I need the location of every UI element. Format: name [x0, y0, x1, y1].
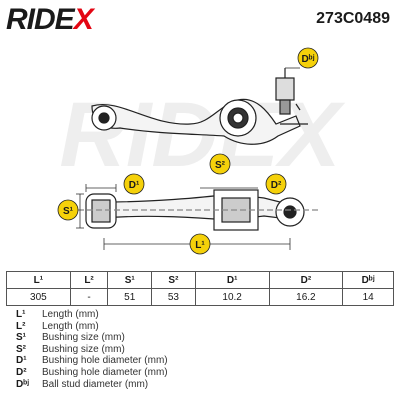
- legend-symbol: S¹: [16, 332, 26, 344]
- legend-text: Bushing size (mm): [42, 332, 125, 344]
- callout-s1: S¹: [57, 199, 79, 221]
- callout-d1: D¹: [123, 173, 145, 195]
- spec-table-value-row: 305 - 51 53 10.2 16.2 14: [6, 288, 394, 306]
- legend-symbol: L²: [16, 320, 26, 332]
- spec-header-cell: S²: [151, 271, 196, 289]
- legend-text: Length (mm): [42, 320, 99, 332]
- legend-item: S¹ Bushing size (mm): [16, 332, 168, 344]
- spec-header-cell: L¹: [6, 271, 71, 289]
- legend-text: Length (mm): [42, 309, 99, 320]
- callout-l1: L¹: [189, 233, 211, 255]
- legend-item: S² Bushing size (mm): [16, 344, 168, 356]
- legend-symbol: L¹: [16, 309, 26, 320]
- spec-table-header-row: L¹ L² S¹ S² D¹ D² Dᵇʲ: [6, 271, 394, 289]
- spec-value-cell: 51: [107, 288, 153, 306]
- brand-logo-accent-letter: X: [73, 3, 94, 36]
- legend-text: Ball stud diameter (mm): [42, 378, 149, 390]
- legend-item: D² Bushing hole diameter (mm): [16, 367, 168, 379]
- spec-header-cell: S¹: [107, 271, 153, 289]
- callout-l1-label: L¹: [195, 240, 205, 251]
- spec-header-cell: D¹: [194, 271, 270, 289]
- spec-header-cell: D²: [268, 271, 344, 289]
- callout-d-ball: Dᵇʲ: [297, 47, 319, 69]
- spec-header-cell: Dᵇʲ: [342, 271, 394, 289]
- legend-text: Bushing hole diameter (mm): [42, 355, 168, 367]
- spec-header-cell: L²: [69, 271, 109, 289]
- spec-value-cell: 53: [151, 288, 196, 306]
- legend-text: Bushing size (mm): [42, 343, 125, 355]
- spec-value-cell: 10.2: [194, 288, 270, 306]
- legend-symbol: D¹: [16, 355, 27, 367]
- callout-d2-label: D²: [271, 180, 282, 191]
- callout-s2-label: S²: [215, 160, 226, 171]
- legend-symbol: D²: [16, 366, 27, 378]
- callout-d1-label: D¹: [129, 180, 140, 191]
- header: RIDEX 273C0489: [0, 0, 400, 38]
- legend-symbol: Dᵇʲ: [16, 378, 30, 390]
- spec-value-cell: 305: [6, 288, 71, 306]
- legend-item: D¹ Bushing hole diameter (mm): [16, 355, 168, 367]
- spec-value-cell: -: [69, 288, 109, 306]
- top-view-arm: [91, 68, 308, 145]
- legend: L¹ Length (mm) L² Length (mm) S¹ Bushing…: [16, 309, 168, 390]
- brand-logo-text: RIDEX: [6, 3, 94, 36]
- legend-text: Bushing hole diameter (mm): [42, 366, 168, 378]
- technical-drawing: RIDEX: [57, 47, 345, 255]
- legend-item: L² Length (mm): [16, 321, 168, 333]
- callout-d2: D²: [265, 173, 287, 195]
- spec-table: L¹ L² S¹ S² D¹ D² Dᵇʲ 305 - 51 53 10.2 1…: [6, 271, 394, 306]
- callout-s2: S²: [209, 153, 231, 175]
- legend-symbol: S²: [16, 343, 26, 355]
- legend-item: Dᵇʲ Ball stud diameter (mm): [16, 379, 168, 391]
- brand-logo: RIDEX: [6, 3, 94, 36]
- callout-s1-label: S¹: [63, 206, 74, 217]
- spec-value-cell: 14: [342, 288, 394, 306]
- legend-item: L¹ Length (mm): [16, 309, 168, 321]
- part-number: 273C0489: [316, 10, 390, 27]
- callout-d-ball-label: Dᵇʲ: [301, 54, 314, 65]
- spec-value-cell: 16.2: [268, 288, 344, 306]
- side-view-arm: [60, 189, 320, 231]
